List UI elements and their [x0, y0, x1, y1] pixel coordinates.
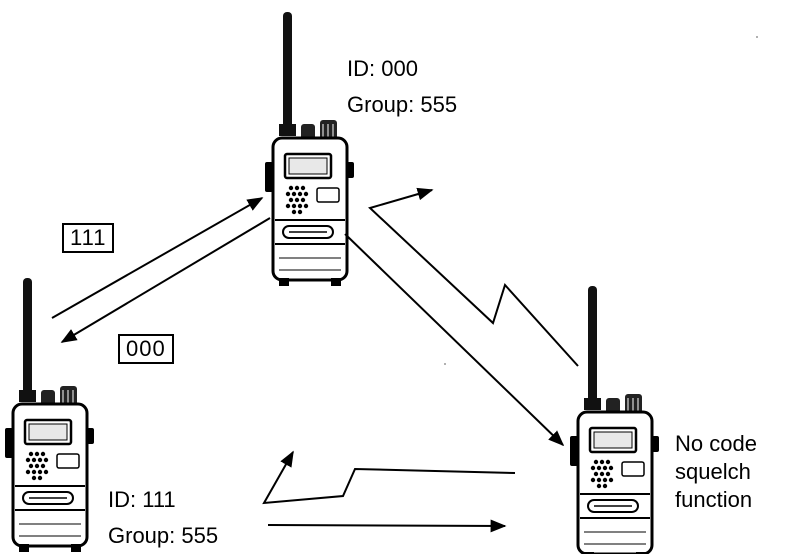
zigzag-bolt-bottom [264, 452, 515, 503]
top-radio-group-label: Group: 555 [347, 90, 457, 120]
code-box-000: 000 [118, 334, 174, 364]
radio-top [265, 12, 354, 286]
radio-right [570, 286, 659, 554]
right-radio-note-line-2: squelch [675, 458, 751, 486]
radio-left [5, 278, 94, 552]
zigzag-bolt-top [370, 190, 578, 366]
arrow-left-to-top [52, 198, 262, 318]
top-radio-id-label: ID: 000 [347, 54, 418, 84]
arrow-left-to-right [268, 525, 505, 526]
left-radio-id-label: ID: 111 [108, 485, 176, 515]
code-box-111: 111 [62, 223, 114, 253]
arrow-top-to-right [345, 234, 563, 445]
right-radio-note-line-3: function [675, 486, 752, 514]
right-radio-note-line-1: No code [675, 430, 757, 458]
left-radio-group-label: Group: 555 [108, 521, 218, 551]
